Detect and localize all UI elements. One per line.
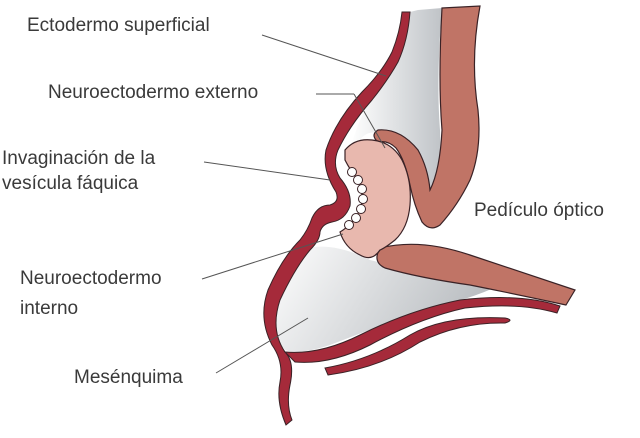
- surface-ectoderm: [263, 11, 411, 426]
- lower-mesenchyme: [271, 246, 500, 352]
- optic-stalk-lower: [376, 243, 576, 306]
- leader-lines: [201, 34, 387, 374]
- label-invaginacion-line2: vesícula fáquica: [2, 173, 139, 194]
- label-neuroectodermo-interno-line2: interno: [20, 298, 79, 319]
- upper-mesenchyme: [350, 8, 442, 190]
- label-invaginacion-line1: Invaginación de la: [2, 148, 156, 169]
- label-ectodermo-superficial: Ectodermo superficial: [27, 15, 210, 36]
- label-neuroectodermo-externo: Neuroectodermo externo: [48, 82, 259, 103]
- label-neuroectodermo-interno-line1: Neuroectodermo: [20, 268, 162, 289]
- ectoderm-fold: [324, 317, 511, 376]
- lens-placode-cells: [344, 167, 368, 230]
- label-pediculo-optico: Pedículo óptico: [474, 200, 604, 221]
- label-mesenquima: Mesénquima: [74, 367, 183, 388]
- lower-ectoderm: [283, 297, 561, 363]
- optic-stalk-upper: [373, 5, 481, 229]
